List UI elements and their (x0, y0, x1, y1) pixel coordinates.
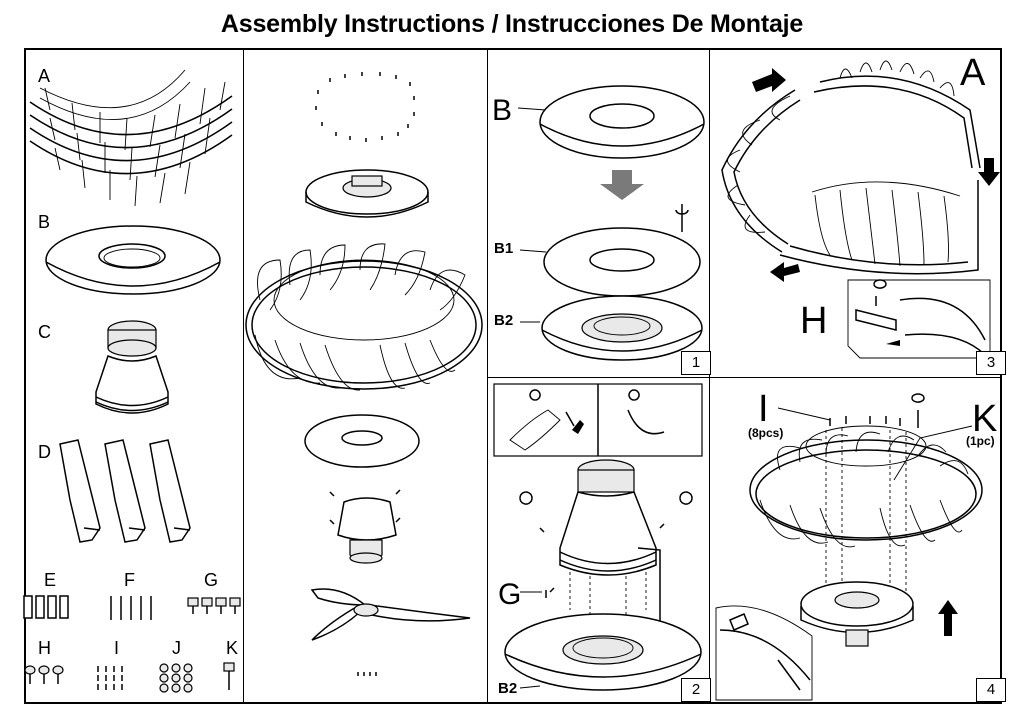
rotate-icon (675, 204, 689, 232)
divider (243, 48, 244, 704)
up-arrow-icon (938, 600, 958, 636)
rotate-icon (911, 393, 925, 428)
step2-label-b2: B2 (498, 680, 518, 697)
step2-label-g: G (498, 578, 522, 611)
divider (709, 48, 710, 704)
part-h-screws (24, 665, 64, 684)
step4-label-k-qty: (1pc) (966, 434, 995, 448)
instruction-frame (24, 48, 1002, 704)
part-label-i: I (114, 638, 120, 658)
step4-label-i: I (758, 388, 769, 430)
arrow-icon (770, 262, 800, 282)
step1-label-b: B (492, 94, 513, 127)
rotate-icon (519, 491, 533, 505)
rotate-icon (679, 491, 693, 505)
part-label-d: D (38, 442, 51, 462)
part-i-screws (97, 666, 123, 690)
step3-label-h: H (800, 300, 828, 342)
down-arrow-icon (600, 170, 644, 200)
divider (487, 48, 488, 704)
step4-label-k: K (972, 398, 998, 440)
arrow-icon (978, 158, 1000, 186)
part-label-g: G (204, 570, 219, 590)
part-label-k: K (226, 638, 239, 658)
step4-label-i-qty: (8pcs) (748, 426, 784, 440)
step4-number: 4 (976, 678, 1006, 702)
part-label-a: A (38, 66, 51, 86)
divider (487, 377, 1002, 378)
screw-dots (315, 72, 415, 142)
part-label-h: H (38, 638, 51, 658)
page-title: Assembly Instructions / Instrucciones De… (220, 10, 804, 38)
part-label-j: J (172, 638, 181, 658)
part-k-screw (223, 662, 235, 690)
step3-label-a: A (960, 52, 986, 94)
step1-label-b1: B1 (494, 240, 514, 257)
part-e-anchors (23, 595, 69, 619)
step1-number: 1 (681, 351, 711, 375)
part-g-screws (187, 597, 241, 614)
part-label-f: F (124, 570, 135, 590)
part-f-screws (110, 596, 152, 620)
part-label-e: E (44, 570, 57, 590)
arrow-icon (752, 68, 786, 92)
part-j-nuts (159, 663, 193, 693)
part-label-c: C (38, 322, 51, 342)
part-label-b: B (38, 212, 51, 232)
step3-number: 3 (976, 351, 1006, 375)
step2-number: 2 (681, 678, 711, 702)
step1-label-b2: B2 (494, 312, 514, 329)
